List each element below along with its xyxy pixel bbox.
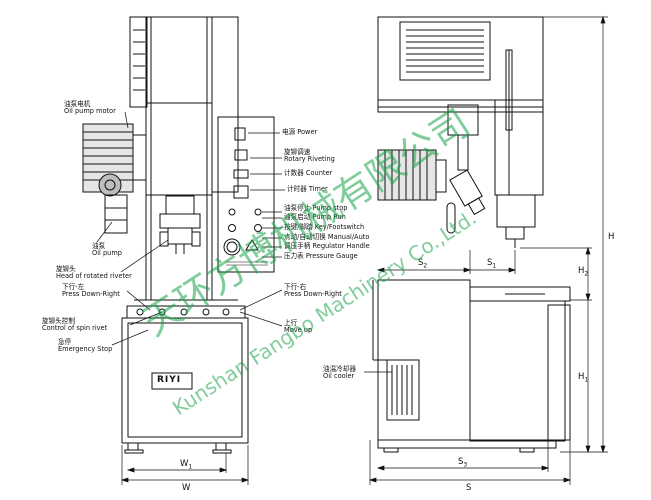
front-column [145,16,213,301]
label-press-down-left: 下行-左 Press Down-Right [62,283,120,299]
side-base [469,300,566,442]
label-emergency-stop-cn: 急停 [58,338,72,346]
label-oil-pump-motor-en: Oil pump motor [64,107,116,116]
label-spin-rivet-control-cn: 旋铆头控制 [42,317,75,325]
riveter-head [159,195,201,254]
dim-s2: S2 [418,258,427,270]
side-housing [377,16,544,108]
dim-h1-letter: H [578,372,585,382]
dim-s: S [466,483,472,493]
dim-s2-sub: 2 [423,262,428,270]
dim-h2: H2 [578,266,588,278]
label-pump-run: 油泵启动 Pump Run [284,213,346,221]
label-emergency-stop-en: Emergency Stop [58,345,113,354]
label-move-up-cn: 上行 [284,319,298,327]
label-power: 电源 Power [282,128,318,136]
dim-h2-letter: H [578,266,585,276]
label-oil-cooler-cn: 油温冷却器 [323,365,356,373]
label-oil-pump-motor: 油泵电机 Oil pump motor [64,100,116,116]
dim-h: H [608,232,615,242]
label-press-down-left-en: Press Down-Right [62,290,120,299]
dim-h2-sub: 2 [584,270,589,278]
label-press-down-right-en: Press Down-Right [284,290,342,299]
dim-s2-letter: S [418,258,424,268]
label-counter: 计数器 Counter [284,169,333,177]
label-oil-pump-en: Oil pump [92,249,122,258]
label-timer: 计时器 Timer [287,185,328,193]
label-rotary-riveting: 旋铆调速 Rotary Riveting [284,148,335,164]
label-riveter-head-cn: 旋铆头 [56,265,76,273]
label-spin-rivet-control-en: Control of spin rivet [42,324,108,333]
front-base [121,317,249,444]
side-column [494,99,544,196]
dim-s3-letter: S [458,457,464,467]
label-rotary-riveting-cn: 旋铆调速 [284,148,311,156]
brand-logo: RIYI [157,375,182,385]
dim-w1-letter: W [180,459,189,469]
oil-pump [104,194,128,234]
dim-s1: S1 [487,258,496,270]
dim-h1-sub: 1 [584,376,589,384]
label-riveter-head-en: Head of rotated riveter [56,272,132,281]
label-move-up-en: Move up [284,326,313,335]
label-press-down-right-cn: 下行-右 [284,283,307,291]
label-riveter-head: 旋铆头 Head of rotated riveter [56,265,132,281]
label-oil-cooler-en: Oil cooler [323,372,355,381]
dim-h1: H1 [578,372,588,384]
control-panel [217,116,275,273]
oil-cooler [386,359,420,421]
label-key-footswitch: 按键/脚踏 Key/Footswitch [284,223,365,231]
leader-lines [96,111,392,373]
dimension-lines [120,15,608,485]
front-view [82,16,275,454]
label-move-up: 上行 Move up [284,319,313,335]
label-oil-cooler: 油温冷却器 Oil cooler [323,365,356,381]
dim-s3-sub: 3 [463,461,468,469]
label-regulator-handle: 调压手柄 Regulator Handle [284,242,370,250]
label-spin-rivet-control: 旋铆头控制 Control of spin rivet [42,317,108,333]
label-oil-pump-motor-cn: 油泵电机 [64,100,91,108]
side-riveter-head [449,169,486,216]
dim-w1-sub: 1 [188,463,193,471]
label-oil-pump: 油泵 Oil pump [92,242,122,258]
oil-pump-motor [82,123,147,197]
dim-w: W [182,483,191,493]
dim-w1: W1 [180,459,192,471]
label-oil-pump-cn: 油泵 [92,242,106,250]
side-motor [377,149,447,201]
label-pressure-gauge: 压力表 Pressure Gauge [284,252,358,260]
label-pump-stop: 油泵停止 Pump stop [284,204,348,212]
label-rotary-riveting-en: Rotary Riveting [284,155,335,164]
front-table [126,305,246,319]
front-top-cap [129,16,148,108]
side-view [372,16,571,453]
dim-s1-sub: 1 [492,262,497,270]
label-press-down-left-cn: 下行-左 [62,283,85,291]
dim-s3: S3 [458,457,467,469]
dim-s1-letter: S [487,258,493,268]
label-press-down-right: 下行-右 Press Down-Right [284,283,342,299]
label-manual-auto: 点动/自动切换 Manual/Auto [284,233,370,241]
label-emergency-stop: 急停 Emergency Stop [58,338,113,354]
